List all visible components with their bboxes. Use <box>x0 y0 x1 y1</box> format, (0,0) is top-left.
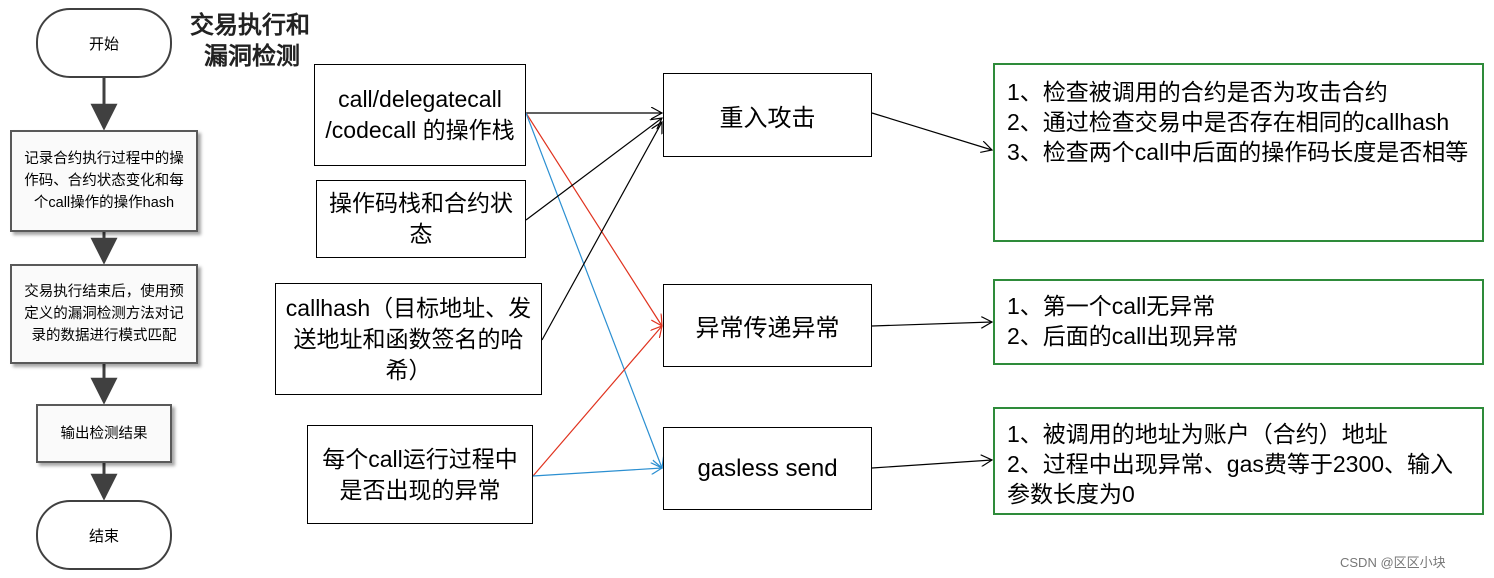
flow-step-match: 交易执行结束后，使用预定义的漏洞检测方法对记录的数据进行模式匹配 <box>10 264 198 364</box>
input-opcode-state: 操作码栈和合约状态 <box>316 180 526 258</box>
diagram-title: 交易执行和 漏洞检测 <box>190 10 310 72</box>
detect-reentrancy: 重入攻击 <box>663 73 872 157</box>
diagram-title-line2: 漏洞检测 <box>204 43 300 70</box>
flow-step-record: 记录合约执行过程中的操作码、合约状态变化和每个call操作的操作hash <box>10 130 198 232</box>
rules-reentrancy-item-2: 2、通过检查交易中是否存在相同的callhash <box>1007 109 1450 135</box>
detect-reentrancy-label: 重入攻击 <box>719 104 816 132</box>
detect-exception-propagation: 异常传递异常 <box>663 284 872 367</box>
input-callhash-label: callhash（目标地址、发送地址和函数签名的哈希） <box>285 294 532 383</box>
detect-gasless-send: gasless send <box>663 427 872 510</box>
input-call-stack-label: call/delegatecall /codecall 的操作栈 <box>325 86 515 143</box>
edge-reentrancy-rules <box>871 112 992 150</box>
flow-end: 结束 <box>36 500 172 570</box>
edge-exception-exception <box>532 326 662 477</box>
flow-end-label: 结束 <box>88 527 119 545</box>
edge-exception-rules <box>871 322 992 326</box>
input-exception-label: 每个call运行过程中是否出现的异常 <box>322 445 518 503</box>
edge-exception-gasless <box>532 468 662 477</box>
rules-gasless-send: 1、被调用的地址为账户（合约）地址 2、过程中出现异常、gas费等于2300、输… <box>993 407 1484 515</box>
rules-exception-item-1: 1、第一个call无异常 <box>1007 293 1216 319</box>
watermark: CSDN @区区小块 <box>1340 555 1446 570</box>
diagram-title-line1: 交易执行和 <box>190 12 310 39</box>
flow-start: 开始 <box>36 8 172 78</box>
flow-step-match-label: 交易执行结束后，使用预定义的漏洞检测方法对记录的数据进行模式匹配 <box>24 284 184 344</box>
rules-exception-propagation: 1、第一个call无异常 2、后面的call出现异常 <box>993 279 1484 365</box>
rules-exception-item-2: 2、后面的call出现异常 <box>1007 323 1239 349</box>
flow-step-output: 输出检测结果 <box>36 404 172 463</box>
detect-gasless-send-label: gasless send <box>697 454 838 482</box>
input-opcode-state-label: 操作码栈和合约状态 <box>329 190 513 247</box>
rules-reentrancy-item-1: 1、检查被调用的合约是否为攻击合约 <box>1007 79 1388 105</box>
edge-gasless-rules <box>871 460 992 469</box>
input-exception: 每个call运行过程中是否出现的异常 <box>307 425 533 524</box>
detect-exception-propagation-label: 异常传递异常 <box>695 315 840 342</box>
edge-callstack-exception <box>525 112 662 326</box>
rules-gasless-item-2: 2、过程中出现异常、gas费等于2300、输入参数长度为0 <box>1007 451 1454 507</box>
input-call-stack: call/delegatecall /codecall 的操作栈 <box>314 64 526 166</box>
flow-step-record-label: 记录合约执行过程中的操作码、合约状态变化和每个call操作的操作hash <box>24 151 184 211</box>
rules-reentrancy-item-3: 3、检查两个call中后面的操作码长度是否相等 <box>1007 139 1469 165</box>
flow-start-label: 开始 <box>88 35 119 53</box>
edge-callhash-reentrancy <box>541 122 662 341</box>
rules-reentrancy: 1、检查被调用的合约是否为攻击合约 2、通过检查交易中是否存在相同的callha… <box>993 63 1484 242</box>
edge-callstack-gasless <box>525 112 662 468</box>
rules-gasless-item-1: 1、被调用的地址为账户（合约）地址 <box>1007 421 1388 447</box>
edge-opcode-reentrancy <box>525 118 662 221</box>
input-callhash: callhash（目标地址、发送地址和函数签名的哈希） <box>275 283 542 395</box>
flow-step-output-label: 输出检测结果 <box>60 425 148 442</box>
